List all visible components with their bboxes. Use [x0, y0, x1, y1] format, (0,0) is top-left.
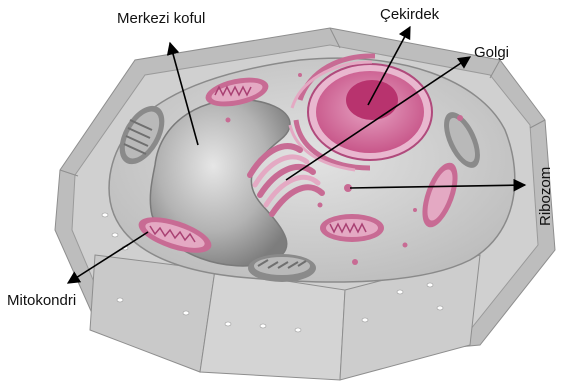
- mitochondrion: [320, 214, 384, 242]
- mitochondria-label: Mitokondri: [7, 293, 76, 308]
- chloroplast: [248, 254, 316, 282]
- ribosome-label: Ribozom: [538, 167, 553, 226]
- golgi-label: Golgi: [474, 45, 509, 60]
- vacuole-label: Merkezi koful: [117, 11, 205, 26]
- nucleus-label: Çekirdek: [380, 7, 439, 22]
